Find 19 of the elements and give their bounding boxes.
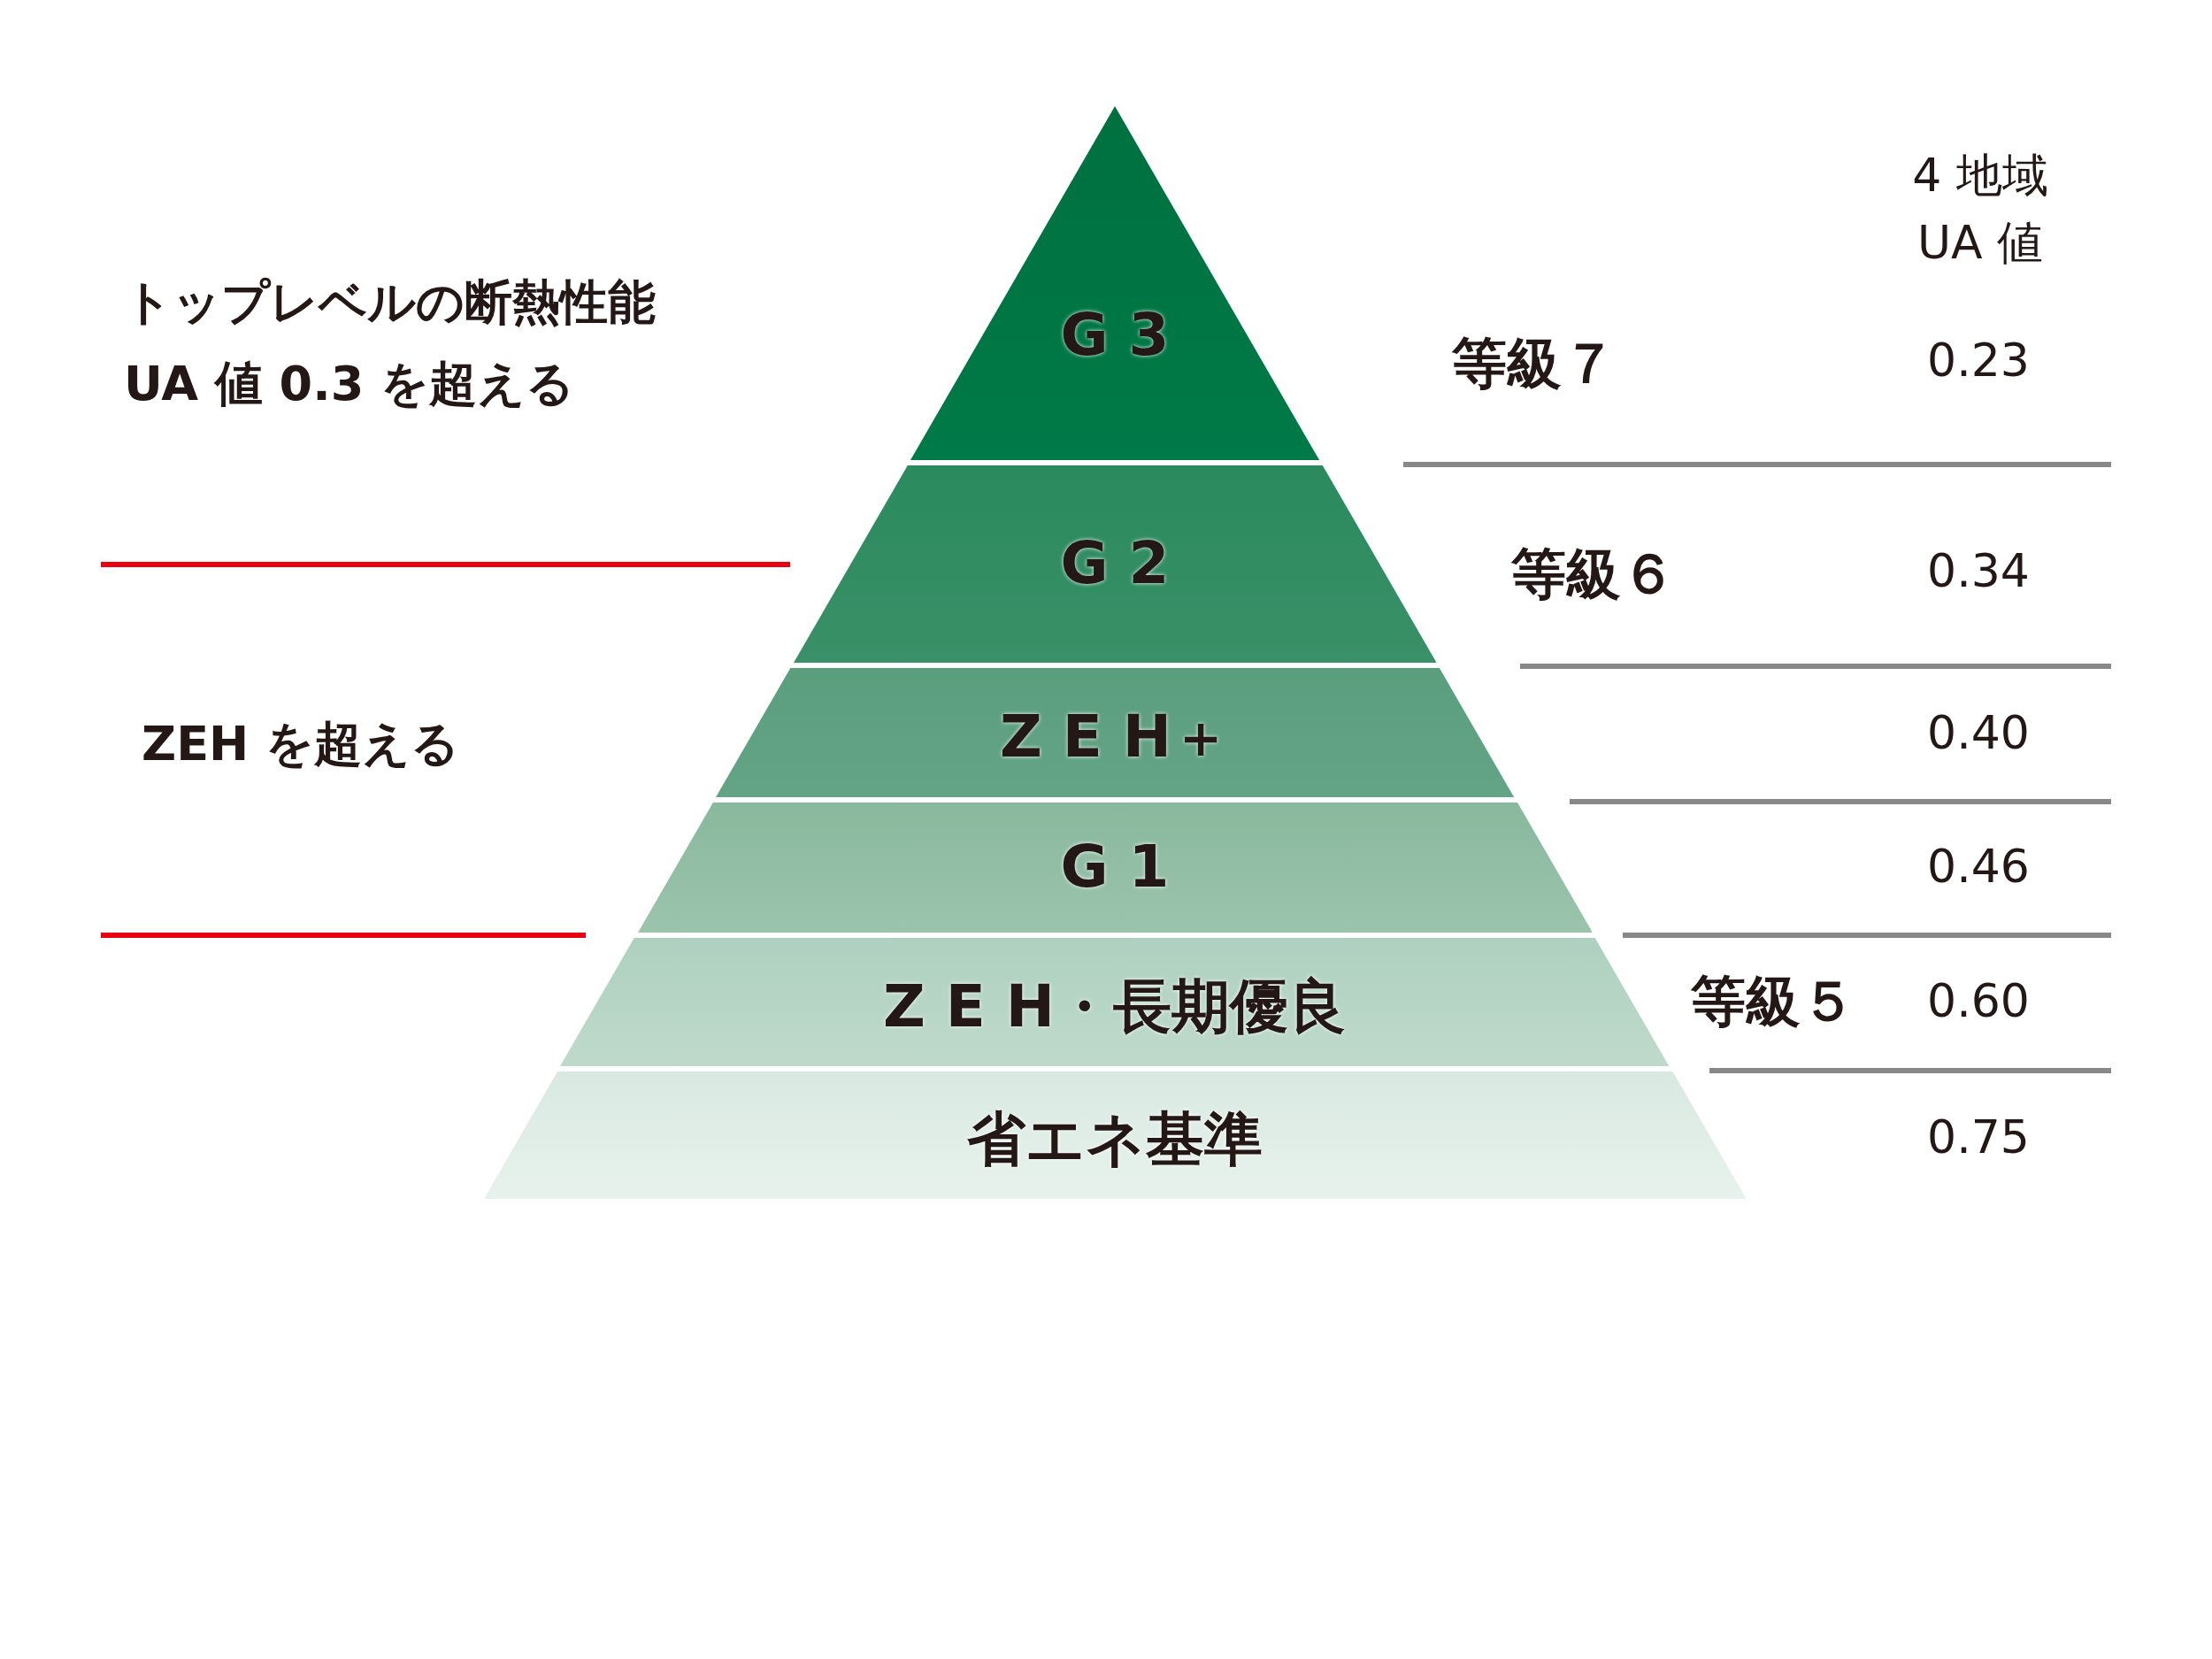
pyramid-band: Z E H＋ — [715, 668, 1515, 797]
annotation-text: トップレベルの断熱性能 — [124, 273, 656, 332]
annotation-text: ZEH を超える — [142, 714, 460, 773]
value-label: 0.23 — [1927, 333, 2030, 387]
annotation-text: UA 値 0.3 を超える — [124, 354, 575, 413]
column-heading: 4 地域 UA 値 — [1911, 148, 2049, 271]
pyramid-band: 省エネ基準 — [483, 1071, 1747, 1199]
grade-label: 等級５ — [1691, 967, 1855, 1035]
value-label: 0.40 — [1927, 705, 2030, 759]
value-label: 0.46 — [1927, 839, 2030, 893]
value-label: 0.75 — [1927, 1110, 2030, 1164]
pyramid-band: G 1 — [637, 803, 1593, 933]
grade-label: 等級７ — [1452, 329, 1617, 397]
grade-label: 等級６ — [1511, 540, 1676, 608]
pyramid-band: G 2 — [793, 465, 1437, 663]
pyramid-band: Z E H・長期優良 — [560, 938, 1670, 1066]
pyramid-top: G 3 — [910, 106, 1320, 460]
value-label: 0.34 — [1927, 543, 2030, 597]
value-label: 0.60 — [1927, 973, 2030, 1027]
